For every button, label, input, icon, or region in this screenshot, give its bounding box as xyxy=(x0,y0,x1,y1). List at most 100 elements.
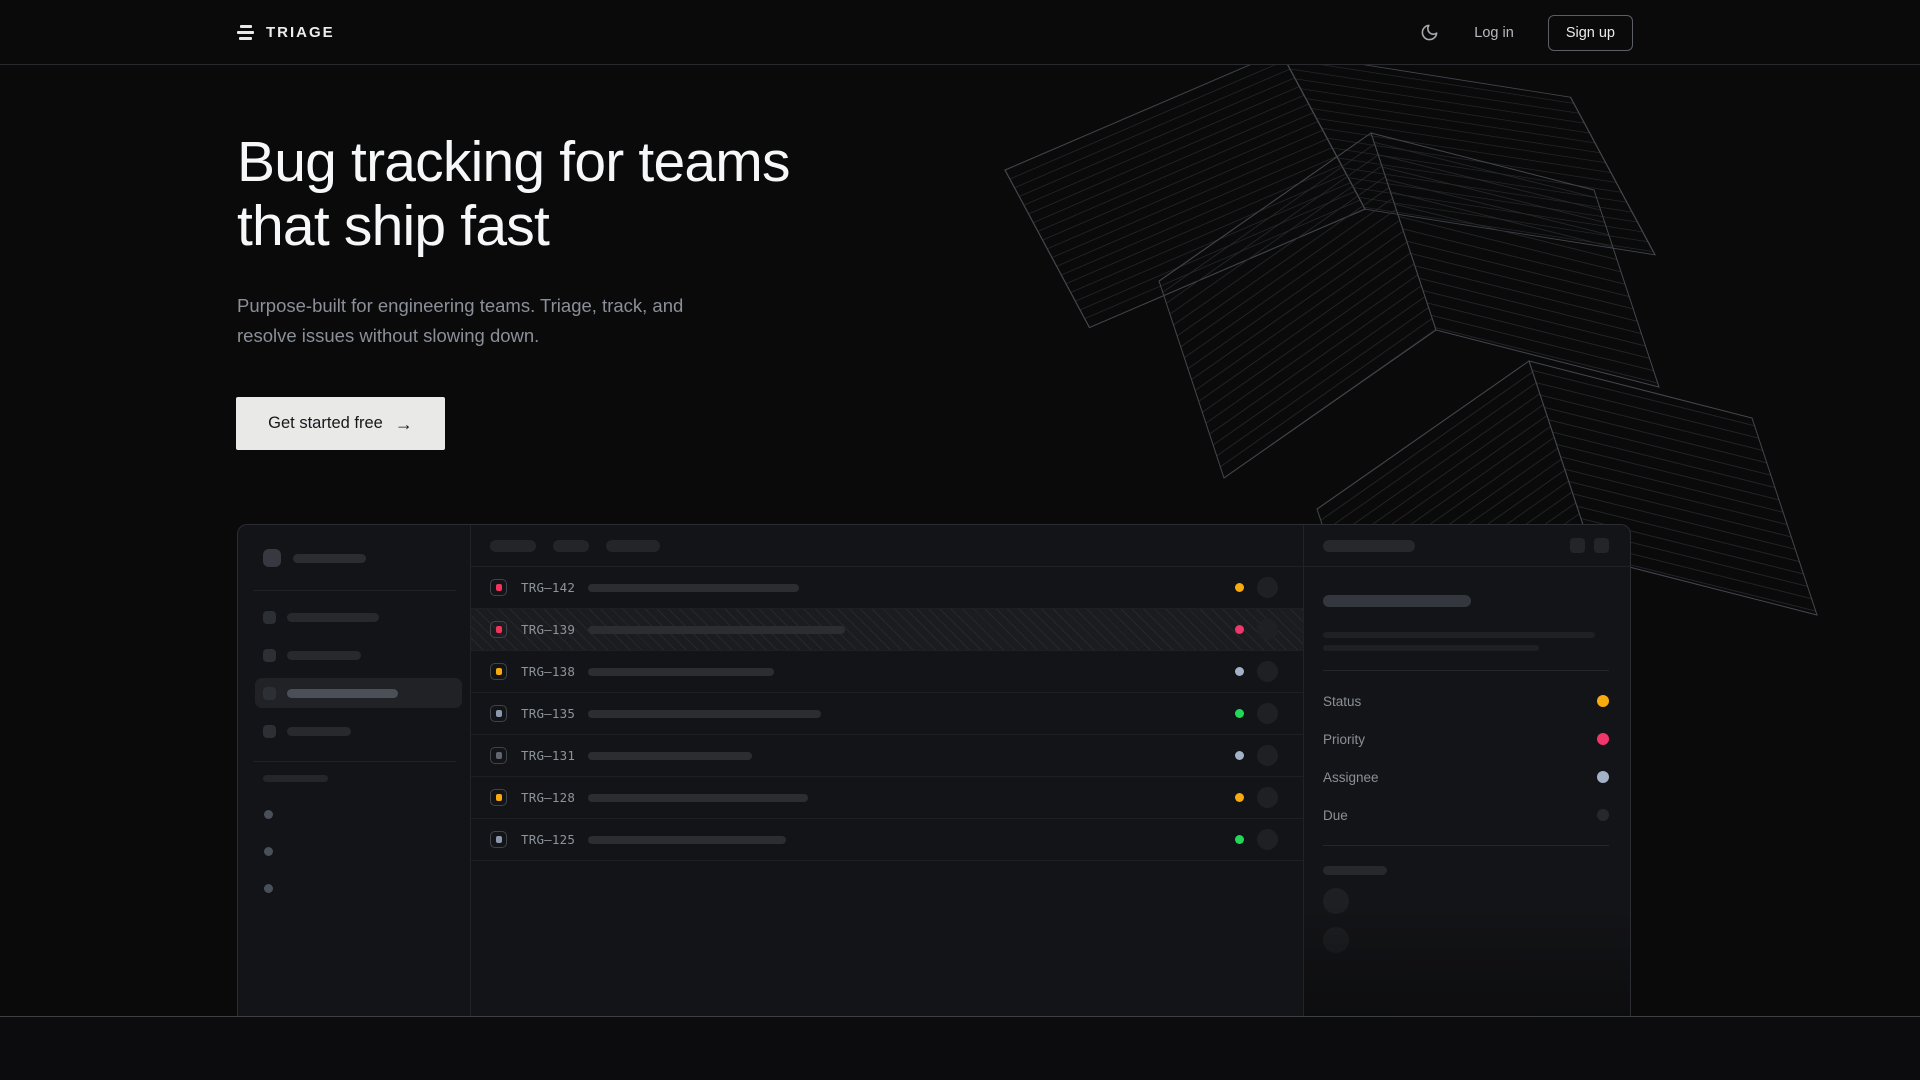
sidebar-item-icon xyxy=(263,649,276,662)
detail-field-dot xyxy=(1597,809,1609,821)
issue-status-dot xyxy=(1235,751,1244,760)
sidebar-dot xyxy=(264,810,273,819)
description-line-skeleton xyxy=(1323,645,1539,651)
nav-actions: Log in Sign up xyxy=(1420,0,1633,65)
hero-title: Bug tracking for teamsthat ship fast xyxy=(237,130,790,258)
sidebar-dot xyxy=(264,847,273,856)
arrow-right-icon: → xyxy=(395,415,413,433)
issue-type-icon xyxy=(490,747,507,764)
detail-field-dot xyxy=(1597,695,1609,707)
issue-type-dot xyxy=(496,752,502,759)
workspace-name-skeleton xyxy=(293,554,366,563)
cta-label: Get started free xyxy=(268,414,383,433)
issue-rows: TRG–142 TRG–139 TRG–138 TRG–135 TRG–131 xyxy=(471,567,1303,861)
mockup-sidebar xyxy=(238,525,471,1016)
issue-assignee-avatar xyxy=(1257,745,1278,766)
issue-status-dot xyxy=(1235,667,1244,676)
workspace-avatar xyxy=(263,549,281,567)
issue-type-dot xyxy=(496,794,502,801)
issue-row: TRG–139 xyxy=(471,609,1303,651)
issue-type-icon xyxy=(490,789,507,806)
issue-type-dot xyxy=(496,836,502,843)
footer xyxy=(0,1016,1920,1080)
sidebar-item xyxy=(255,716,462,746)
panel-action-button-skeleton xyxy=(1594,538,1609,553)
comment-avatar-skeleton xyxy=(1323,888,1349,914)
issue-id: TRG–138 xyxy=(521,664,577,679)
issue-type-dot xyxy=(496,626,502,633)
issue-row: TRG–142 xyxy=(471,567,1303,609)
sidebar-item xyxy=(255,602,462,632)
sidebar-divider xyxy=(253,590,456,591)
issue-id: TRG–131 xyxy=(521,748,577,763)
issue-type-dot xyxy=(496,710,502,717)
issue-title-skeleton xyxy=(588,710,821,718)
sidebar-divider xyxy=(253,761,456,762)
issue-id: TRG–142 xyxy=(521,580,577,595)
issue-id: TRG–128 xyxy=(521,790,577,805)
detail-field-dot xyxy=(1597,733,1609,745)
detail-field-label: Assignee xyxy=(1323,770,1379,785)
get-started-button[interactable]: Get started free → xyxy=(236,397,445,450)
issue-assignee-avatar xyxy=(1257,577,1278,598)
issue-assignee-avatar xyxy=(1257,661,1278,682)
detail-field-dot xyxy=(1597,771,1609,783)
issue-list: TRG–142 TRG–139 TRG–138 TRG–135 TRG–131 xyxy=(471,525,1304,1016)
list-tab-skeleton xyxy=(553,540,589,552)
issue-assignee-avatar xyxy=(1257,787,1278,808)
issue-type-icon xyxy=(490,663,507,680)
panel-divider xyxy=(1323,670,1609,671)
issue-title-skeleton xyxy=(588,584,799,592)
issue-assignee-avatar xyxy=(1257,703,1278,724)
issue-id: TRG–135 xyxy=(521,706,577,721)
panel-body: Status Priority Assignee Due xyxy=(1304,567,1630,953)
signup-button[interactable]: Sign up xyxy=(1548,15,1633,51)
detail-field-row: Priority xyxy=(1323,720,1609,758)
brand-logo[interactable]: TRIAGE xyxy=(237,24,335,41)
top-nav: TRIAGE Log in Sign up xyxy=(0,0,1920,65)
app-mockup-card: TRG–142 TRG–139 TRG–138 TRG–135 TRG–131 xyxy=(237,524,1631,1016)
panel-header xyxy=(1304,525,1630,567)
panel-action-button-skeleton xyxy=(1570,538,1585,553)
issue-row: TRG–131 xyxy=(471,735,1303,777)
panel-divider xyxy=(1323,845,1609,846)
detail-field-label: Status xyxy=(1323,694,1361,709)
issue-type-dot xyxy=(496,668,502,675)
sidebar-item-label-skeleton xyxy=(287,727,351,736)
issue-title-skeleton xyxy=(588,794,808,802)
moon-icon xyxy=(1420,23,1439,42)
issue-status-dot xyxy=(1235,835,1244,844)
detail-field-label: Priority xyxy=(1323,732,1365,747)
hero-subtitle-line1: Purpose-built for engineering teams. Tri… xyxy=(237,295,683,316)
panel-title-skeleton xyxy=(1323,540,1415,552)
issue-type-icon xyxy=(490,579,507,596)
issue-status-dot xyxy=(1235,583,1244,592)
issue-id: TRG–139 xyxy=(521,622,577,637)
login-link[interactable]: Log in xyxy=(1474,25,1514,41)
issue-title-skeleton xyxy=(588,626,845,634)
sidebar-item-icon xyxy=(263,611,276,624)
theme-toggle-button[interactable] xyxy=(1420,23,1440,43)
detail-field-row: Assignee xyxy=(1323,758,1609,796)
issue-type-icon xyxy=(490,621,507,638)
issue-row: TRG–125 xyxy=(471,819,1303,861)
sidebar-item-label-skeleton xyxy=(287,651,361,660)
issue-assignee-avatar xyxy=(1257,829,1278,850)
issue-list-header xyxy=(471,525,1303,567)
issue-type-icon xyxy=(490,705,507,722)
workspace-switcher-skeleton xyxy=(263,549,470,567)
issue-row: TRG–138 xyxy=(471,651,1303,693)
sidebar-item-label-skeleton xyxy=(287,613,379,622)
issue-title-skeleton xyxy=(588,668,774,676)
issue-title-skeleton xyxy=(588,836,786,844)
sidebar-section-skeleton xyxy=(263,775,328,782)
activity-section-skeleton xyxy=(1323,866,1387,875)
sidebar-nav-skeleton xyxy=(255,602,462,746)
panel-actions xyxy=(1570,538,1609,553)
issue-row: TRG–135 xyxy=(471,693,1303,735)
hero-subtitle-line2: resolve issues without slowing down. xyxy=(237,325,539,346)
field-rows: Status Priority Assignee Due xyxy=(1323,682,1609,834)
issue-status-dot xyxy=(1235,793,1244,802)
hero-title-line2: that ship fast xyxy=(237,194,549,258)
